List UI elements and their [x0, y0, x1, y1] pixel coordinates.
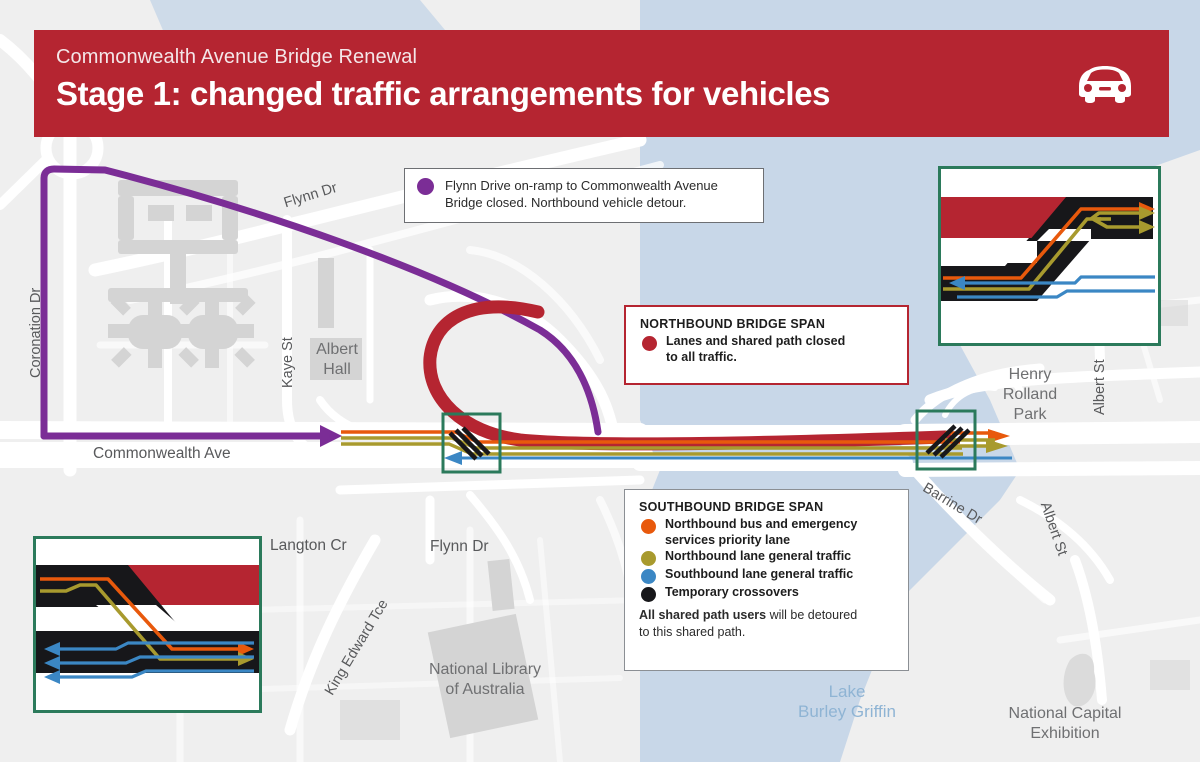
closed-line1: Lanes and shared path closed: [666, 334, 846, 348]
south-crossover-inset: [33, 536, 262, 713]
shared-path-note-bold: All shared path users: [639, 608, 767, 622]
north-crossover-diagram: [941, 169, 1158, 343]
detour-callout: Flynn Drive on-ramp to Commonwealth Aven…: [404, 168, 764, 223]
label-henry-rolland-park: Henry Rolland Park: [992, 365, 1068, 425]
label-national-library: National Library of Australia: [413, 660, 557, 700]
bus-priority-line2: services priority lane: [665, 532, 791, 547]
detour-arrowhead: [320, 425, 342, 447]
bus-priority-line1: Northbound bus and emergency: [665, 517, 858, 531]
north-crossover-inset: [938, 166, 1161, 346]
closed-line2: to all traffic.: [666, 349, 737, 364]
legend-item-bus-priority: Northbound bus and emergency services pr…: [639, 517, 896, 548]
albert-hall-line2: Hall: [323, 361, 351, 378]
northbound-arrowhead: [986, 439, 1008, 453]
page-title: Stage 1: changed traffic arrangements fo…: [56, 75, 831, 112]
southbound-legend: SOUTHBOUND BRIDGE SPAN Northbound bus an…: [624, 489, 909, 671]
legend-item-southbound-general: Southbound lane general traffic: [639, 567, 896, 584]
south-crossover-diagram: [36, 539, 259, 710]
shared-path-note-rest: will be detoured: [766, 608, 858, 622]
shared-path-note-line2: to this shared path.: [639, 624, 746, 639]
lane-northbound-general: [341, 436, 963, 456]
legend-dot-southbound-general: [641, 569, 656, 584]
detour-line1: Flynn Drive on-ramp to Commonwealth Aven…: [445, 178, 718, 193]
lake-line1: Lake: [828, 682, 866, 701]
legend-dot-bus-priority: [641, 519, 656, 534]
southbound-legend-heading: SOUTHBOUND BRIDGE SPAN: [639, 500, 824, 514]
legend-dot-northbound-general: [641, 551, 656, 566]
label-coronation-dr: Coronation Dr: [28, 287, 44, 378]
label-flynn-dr-south: Flynn Dr: [430, 538, 489, 555]
lane-bus-priority: [341, 430, 960, 444]
nce-line2: Exhibition: [1030, 725, 1100, 742]
shared-path-note: All shared path users will be detoured t…: [639, 607, 896, 640]
southbound-general-label: Southbound lane general traffic: [665, 567, 854, 581]
national-library-line1: National Library: [428, 661, 542, 678]
detour-route-purple: [40, 165, 602, 440]
label-national-capital-exhibition: National Capital Exhibition: [992, 704, 1138, 744]
label-commonwealth-ave: Commonwealth Ave: [93, 445, 231, 462]
detour-line2: Bridge closed. Northbound vehicle detour…: [445, 195, 687, 210]
henry-rolland-line3: Park: [1013, 406, 1047, 423]
label-kaye-st: Kaye St: [280, 337, 296, 388]
crossover-frame-west: [441, 412, 502, 474]
northbound-legend-heading: NORTHBOUND BRIDGE SPAN: [640, 317, 826, 331]
crossovers-label: Temporary crossovers: [665, 585, 799, 599]
southbound-arrowhead: [444, 451, 462, 465]
label-lake-burley-griffin: Lake Burley Griffin: [783, 682, 911, 722]
northbound-legend: NORTHBOUND BRIDGE SPAN Lanes and shared …: [624, 305, 909, 385]
label-langton-cr: Langton Cr: [270, 537, 347, 554]
henry-rolland-line1: Henry: [1008, 366, 1052, 383]
legend-dot-closed: [642, 336, 657, 351]
albert-hall-line1: Albert: [316, 341, 358, 358]
detour-callout-text: Flynn Drive on-ramp to Commonwealth Aven…: [445, 177, 718, 211]
national-library-line2: of Australia: [445, 681, 525, 698]
legend-text-closed: Lanes and shared path closed to all traf…: [666, 334, 845, 365]
label-albert-hall: Albert Hall: [308, 340, 366, 380]
header-banner: Commonwealth Avenue Bridge Renewal Stage…: [34, 30, 1169, 137]
henry-rolland-line2: Rolland: [1002, 386, 1058, 403]
lake-line2: Burley Griffin: [798, 702, 896, 721]
nce-line1: National Capital: [1008, 705, 1122, 722]
legend-dot-crossovers: [641, 587, 656, 602]
label-albert-st-upper: Albert St: [1092, 359, 1108, 415]
header-kicker: Commonwealth Avenue Bridge Renewal: [56, 46, 418, 68]
car-icon: [1079, 66, 1131, 103]
legend-item-crossovers: Temporary crossovers: [639, 585, 896, 602]
crossover-frame-east: [915, 409, 977, 471]
detour-marker-dot: [417, 178, 434, 195]
northbound-general-label: Northbound lane general traffic: [665, 549, 852, 563]
crossover-west: [448, 426, 491, 461]
legend-item-northbound-general: Northbound lane general traffic: [639, 549, 896, 566]
crossover-east: [925, 424, 971, 459]
